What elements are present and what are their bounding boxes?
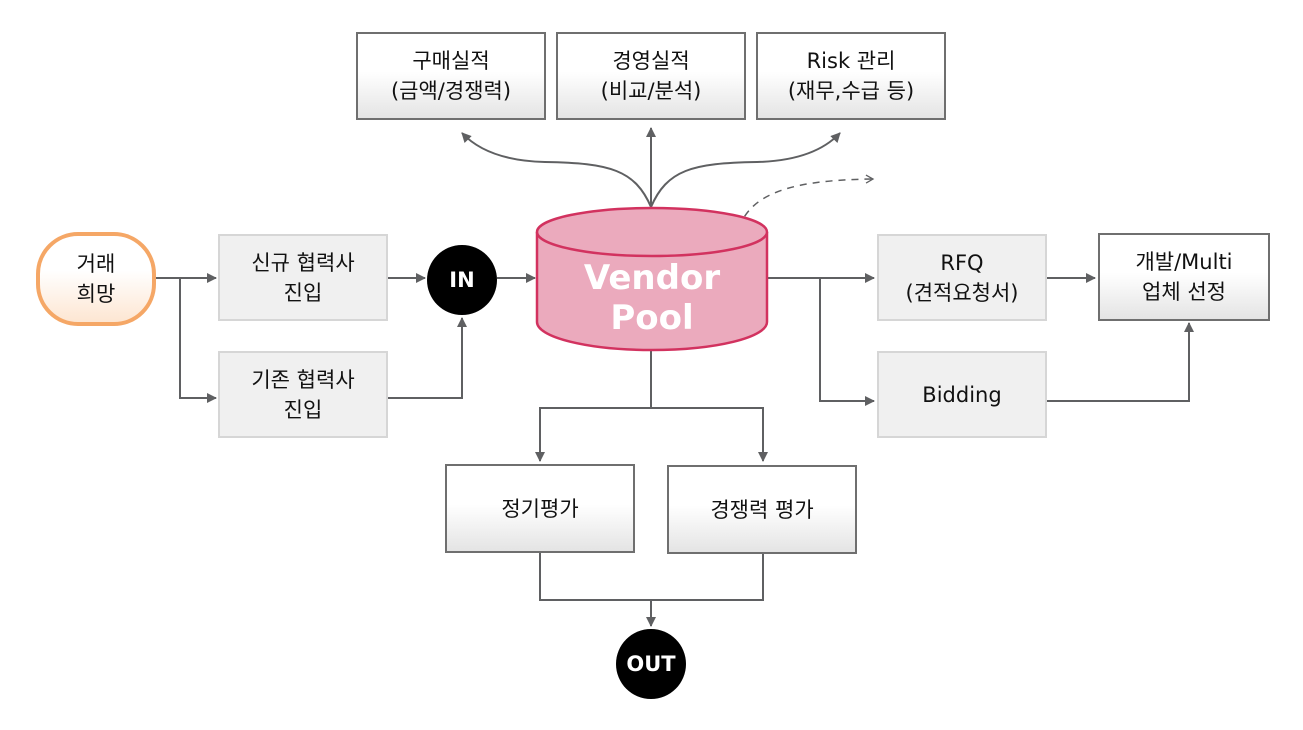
risk-management-box: Risk 관리 (재무,수급 등) <box>756 32 946 120</box>
risk-management-label: Risk 관리 (재무,수급 등) <box>787 49 915 103</box>
vendor-pool-text: Vendor Pool <box>583 258 721 338</box>
edge-pool-to-purchase-perf <box>461 132 652 208</box>
periodic-evaluation-box: 정기평가 <box>445 464 635 553</box>
edge-pool-to-competitive-eval <box>651 407 768 462</box>
vendor-pool-label: Vendor Pool <box>537 258 767 338</box>
edge-pool-to-periodic-eval <box>535 407 651 462</box>
edge-start-to-existing-vendor <box>179 278 217 403</box>
periodic-evaluation-label: 정기평가 <box>501 496 579 521</box>
edge-pool-dashed <box>738 174 875 229</box>
edge-competitive-eval-to-out <box>651 553 764 601</box>
new-vendor-label: 신규 협력사 진입 <box>251 250 355 305</box>
purchase-performance-label: 구매실적 (금액/경쟁력) <box>390 49 512 103</box>
in-label: IN <box>449 268 475 292</box>
management-performance-box: 경영실적 (비교/분석) <box>556 32 746 120</box>
in-circle: IN <box>427 245 497 315</box>
bidding-label: Bidding <box>922 382 1002 407</box>
management-performance-label: 경영실적 (비교/분석) <box>600 49 702 103</box>
out-label: OUT <box>626 652 676 676</box>
vendor-selection-label: 개발/Multi 업체 선정 <box>1135 250 1233 304</box>
vendor-selection-box: 개발/Multi 업체 선정 <box>1098 233 1270 321</box>
competitive-evaluation-label: 경쟁력 평가 <box>710 497 814 522</box>
existing-vendor-box: 기존 협력사 진입 <box>218 351 388 438</box>
start-label: 거래 희망 <box>76 252 116 306</box>
edge-existing-vendor-to-in <box>388 317 467 399</box>
out-circle: OUT <box>616 629 686 699</box>
competitive-evaluation-box: 경쟁력 평가 <box>667 465 857 554</box>
edge-pool-to-bidding <box>819 278 875 406</box>
new-vendor-box: 신규 협력사 진입 <box>218 234 388 321</box>
edge-bidding-to-selection <box>1047 322 1194 402</box>
rfq-box: RFQ (견적요청서) <box>877 234 1047 321</box>
edge-pool-to-risk-mgmt <box>650 132 841 208</box>
start-terminal: 거래 희망 <box>36 232 156 326</box>
existing-vendor-label: 기존 협력사 진입 <box>251 367 355 422</box>
bidding-box: Bidding <box>877 351 1047 438</box>
edge-periodic-eval-to-out <box>539 553 651 601</box>
rfq-label: RFQ (견적요청서) <box>905 250 1019 305</box>
purchase-performance-box: 구매실적 (금액/경쟁력) <box>356 32 546 120</box>
vendor-pool-cylinder <box>535 206 769 352</box>
